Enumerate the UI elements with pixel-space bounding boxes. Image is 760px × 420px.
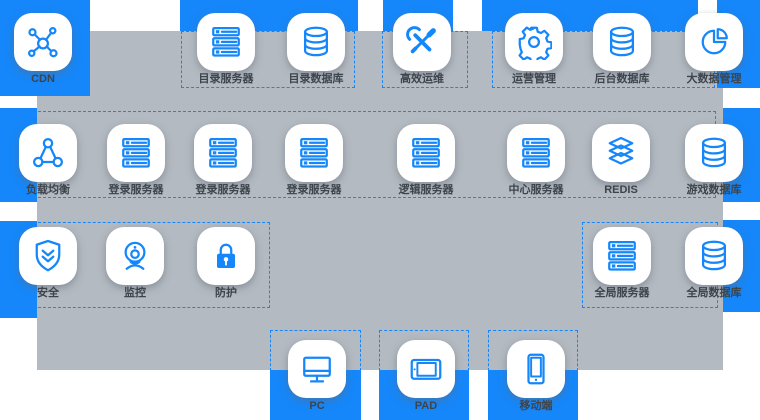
node-pad: PAD [381, 340, 471, 413]
layers-icon[interactable] [592, 124, 650, 182]
node-mgmt: 运营管理 [489, 13, 579, 86]
server-icon[interactable] [194, 124, 252, 182]
server-icon[interactable] [397, 124, 455, 182]
tools-icon[interactable] [393, 13, 451, 71]
node-label: 登录服务器 [286, 184, 342, 196]
database-icon[interactable] [287, 13, 345, 71]
node-login-3: 登录服务器 [269, 124, 359, 197]
node-label: PC [309, 400, 325, 412]
node-monitor: 监控 [90, 227, 180, 300]
node-label: 登录服务器 [108, 184, 164, 196]
node-global-server: 全局服务器 [577, 227, 667, 300]
node-ops: 高效运维 [377, 13, 467, 86]
cdn-network-icon[interactable] [14, 13, 72, 71]
node-label: 目录数据库 [288, 73, 344, 85]
node-backend-db: 后台数据库 [577, 13, 667, 86]
node-dir-db: 目录数据库 [271, 13, 361, 86]
node-label: 大数据管理 [686, 73, 742, 85]
node-load-balancer: 负载均衡 [3, 124, 93, 197]
node-label: 高效运维 [400, 73, 444, 85]
group-directory [181, 31, 355, 88]
node-label: 逻辑服务器 [398, 184, 454, 196]
webcam-icon[interactable] [106, 227, 164, 285]
node-game-db: 游戏数据库 [669, 124, 759, 197]
node-label: 登录服务器 [195, 184, 251, 196]
database-icon[interactable] [685, 124, 743, 182]
node-global-db: 全局数据库 [669, 227, 759, 300]
shield-icon[interactable] [19, 227, 77, 285]
node-center: 中心服务器 [491, 124, 581, 197]
server-icon[interactable] [507, 124, 565, 182]
node-label: REDIS [604, 184, 638, 196]
database-icon[interactable] [593, 13, 651, 71]
node-label: 全局服务器 [594, 287, 650, 299]
node-label: 安全 [37, 287, 59, 299]
server-icon[interactable] [107, 124, 165, 182]
node-mobile: 移动端 [491, 340, 581, 413]
server-icon[interactable] [593, 227, 651, 285]
node-login-2: 登录服务器 [178, 124, 268, 197]
gear-icon[interactable] [505, 13, 563, 71]
server-icon[interactable] [197, 13, 255, 71]
node-label: 防护 [215, 287, 237, 299]
node-label: 移动端 [519, 400, 553, 412]
tablet-icon[interactable] [397, 340, 455, 398]
node-login-1: 登录服务器 [91, 124, 181, 197]
node-logic: 逻辑服务器 [381, 124, 471, 197]
load-balancer-icon[interactable] [19, 124, 77, 182]
node-label: CDN [31, 73, 55, 85]
node-label: 监控 [124, 287, 146, 299]
node-defense: 防护 [181, 227, 271, 300]
node-label: 游戏数据库 [686, 184, 742, 196]
node-label: PAD [414, 400, 438, 412]
node-label: 中心服务器 [508, 184, 564, 196]
monitor-icon[interactable] [288, 340, 346, 398]
group-pc [270, 330, 361, 371]
node-label: 目录服务器 [198, 73, 254, 85]
node-pc: PC [272, 340, 362, 413]
node-label: 负载均衡 [26, 184, 70, 196]
node-redis: REDIS [576, 124, 666, 197]
node-cdn: CDN [0, 13, 88, 86]
server-icon[interactable] [285, 124, 343, 182]
node-label: 运营管理 [512, 73, 556, 85]
lock-icon[interactable] [197, 227, 255, 285]
smartphone-icon[interactable] [507, 340, 565, 398]
pie-chart-icon[interactable] [685, 13, 743, 71]
node-dir-server: 目录服务器 [181, 13, 271, 86]
database-icon[interactable] [685, 227, 743, 285]
node-label: 后台数据库 [594, 73, 650, 85]
node-label: 全局数据库 [686, 287, 742, 299]
node-security: 安全 [3, 227, 93, 300]
group-pad [379, 330, 469, 371]
node-bigdata: 大数据管理 [669, 13, 759, 86]
group-mobile [488, 330, 578, 371]
